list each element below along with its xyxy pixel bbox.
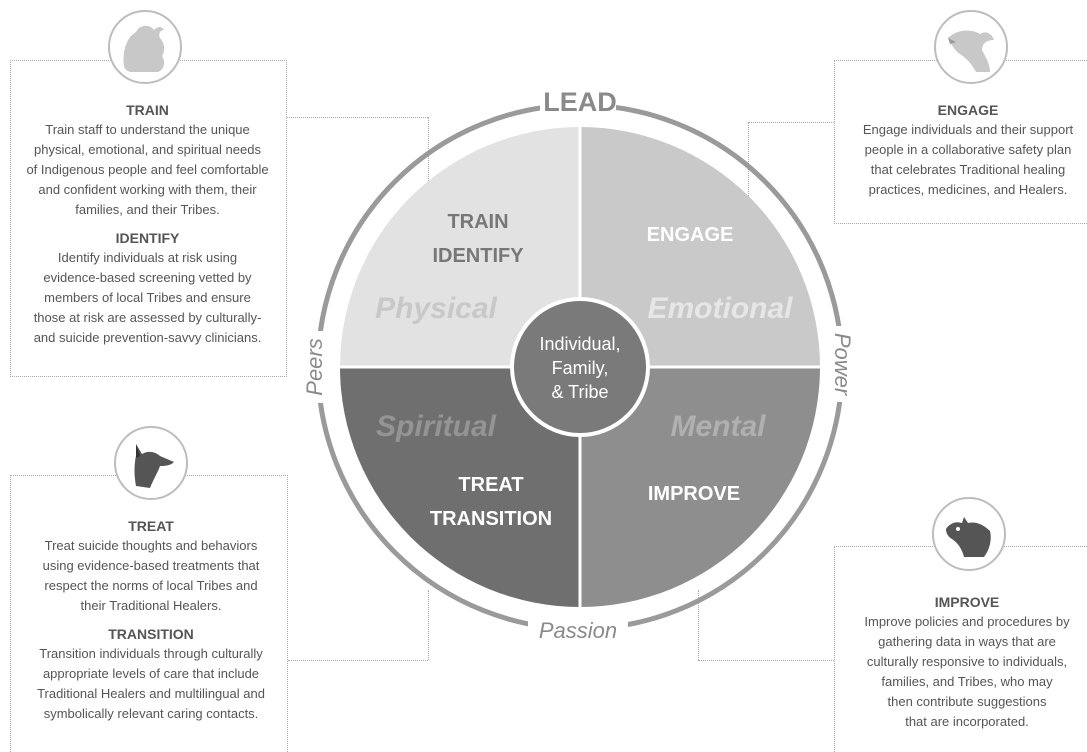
center-line1: Individual, (539, 334, 620, 354)
engage-text: ENGAGE Engage individuals and their supp… (838, 100, 1087, 208)
identify-heading: IDENTIFY (115, 230, 180, 246)
center-line3: & Tribe (551, 382, 608, 402)
improve-panel (834, 546, 1087, 752)
transition-heading: TRANSITION (108, 626, 194, 642)
train-identify-panel (10, 60, 287, 377)
engage-heading: ENGAGE (937, 102, 999, 118)
train-body: Train staff to understand the unique phy… (26, 122, 269, 217)
transition-body: Transition individuals through culturall… (37, 646, 265, 721)
ring-label-peers: Peers (302, 338, 327, 395)
connector-treat (288, 660, 428, 661)
action-transition: TRANSITION (430, 508, 552, 530)
action-improve: IMPROVE (648, 483, 740, 505)
label-physical: Physical (375, 292, 497, 325)
connector-engage (748, 122, 834, 123)
action-train: TRAIN (447, 211, 508, 233)
lead-label-bg (540, 84, 616, 114)
connector-improve-vertical (698, 590, 699, 660)
passion-label-bg (528, 614, 628, 644)
engage-panel (834, 60, 1087, 224)
treat-body: Treat suicide thoughts and behaviors usi… (42, 538, 260, 613)
ring-label-passion: Passion (539, 618, 617, 643)
center-circle (510, 297, 650, 437)
ring-label-power: Power (830, 333, 855, 397)
connector-improve (698, 660, 834, 661)
label-spiritual: Spiritual (376, 410, 497, 443)
bison-icon (108, 10, 182, 84)
center-line2: Family, (552, 358, 609, 378)
bear-icon (932, 497, 1006, 571)
quadrant-mental (580, 367, 820, 607)
quadrant-physical (340, 127, 580, 367)
connector-engage-vertical (748, 122, 749, 202)
quadrant-emotional (580, 127, 820, 367)
improve-heading: IMPROVE (934, 594, 1000, 610)
treat-heading: TREAT (128, 518, 174, 534)
power-label-bg (829, 326, 857, 402)
ring-label-lead: LEAD (543, 87, 617, 117)
treat-transition-text: TREAT Treat suicide thoughts and behavio… (10, 516, 292, 732)
label-emotional: Emotional (647, 292, 793, 325)
wolf-icon (114, 426, 188, 500)
action-engage: ENGAGE (647, 224, 734, 246)
improve-text: IMPROVE Improve policies and procedures … (836, 592, 1087, 740)
improve-body: Improve policies and procedures by gathe… (864, 614, 1070, 729)
engage-body: Engage individuals and their support peo… (862, 122, 1074, 197)
identify-body: Identify individuals at risk using evide… (33, 250, 262, 345)
connector-train (286, 117, 428, 118)
treat-transition-panel (10, 475, 288, 752)
action-identify: IDENTIFY (432, 245, 524, 267)
peers-label-bg (300, 331, 328, 403)
quadrant-spiritual (340, 367, 580, 607)
train-identify-text: TRAIN Train staff to understand the uniq… (10, 100, 285, 356)
connector-train-vertical (428, 117, 429, 197)
eagle-icon (934, 10, 1008, 84)
train-heading: TRAIN (126, 102, 169, 118)
action-treat: TREAT (458, 474, 523, 496)
label-mental: Mental (670, 410, 766, 443)
connector-treat-vertical (428, 590, 429, 660)
